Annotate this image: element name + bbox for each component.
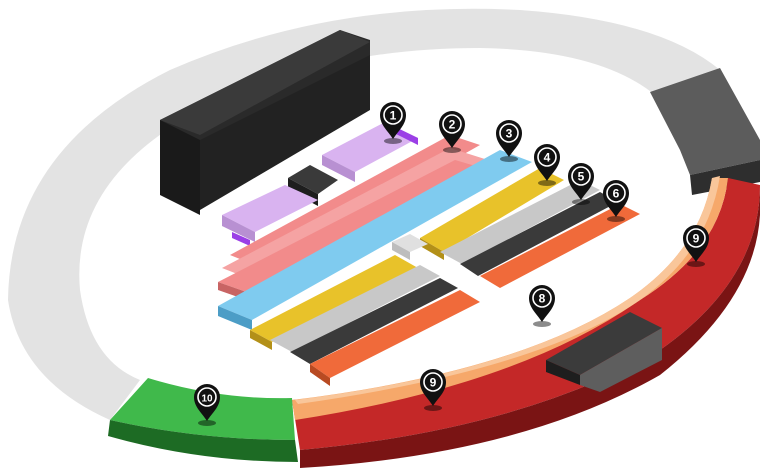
zone-pin-label: 3 [506, 127, 513, 141]
zone-9-section[interactable] [292, 178, 760, 468]
zone-pin-3[interactable]: 3 [496, 120, 522, 162]
map-pin-icon [568, 163, 594, 200]
map-pin-icon [496, 120, 522, 157]
center-step [392, 234, 428, 260]
zone-pin-4[interactable]: 4 [534, 144, 560, 186]
zone-pin-label: 1 [390, 109, 397, 123]
zone-3-section[interactable] [218, 150, 532, 330]
zone-pin-8[interactable]: 8 [529, 285, 555, 327]
zone-pin-label: 2 [449, 118, 456, 132]
map-pin-icon [603, 180, 629, 217]
zone-7-section[interactable] [290, 192, 618, 364]
zone-pin-5[interactable]: 5 [568, 163, 594, 205]
zone-8-section[interactable] [292, 176, 728, 420]
zone-pin-6[interactable]: 6 [603, 180, 629, 222]
map-pin-icon [439, 111, 465, 148]
zone-5-section[interactable] [270, 180, 600, 352]
upper-right-block [650, 68, 760, 195]
map-pin-icon [193, 383, 220, 421]
zone-pins: 1 2 3 4 5 6 8 9 9 10 [193, 102, 709, 426]
zone-pin-1[interactable]: 1 [380, 102, 406, 144]
zone-pin-label: 5 [578, 170, 585, 184]
control-box [546, 312, 662, 392]
map-pin-icon [529, 285, 555, 322]
zone-pin-label: 6 [613, 187, 620, 201]
zone-pin-label: 9 [430, 376, 437, 390]
map-pin-icon [683, 225, 709, 262]
zone-pin-9[interactable]: 9 [420, 369, 446, 411]
zone-pin-label: 8 [539, 292, 546, 306]
zone-pin-10[interactable]: 10 [193, 383, 220, 426]
map-pin-icon [534, 144, 560, 181]
map-pin-icon [420, 369, 446, 406]
map-pin-icon [380, 102, 406, 139]
zone-pin-label: 10 [201, 394, 213, 405]
zone-pin-label: 4 [544, 151, 551, 165]
stage-block [160, 30, 370, 215]
zone-6-section[interactable] [310, 204, 640, 386]
zone-pin-label: 9 [693, 232, 700, 246]
zone-pin-9[interactable]: 9 [683, 225, 709, 267]
zone-pin-2[interactable]: 2 [439, 111, 465, 153]
zone-4-section[interactable] [250, 168, 564, 350]
